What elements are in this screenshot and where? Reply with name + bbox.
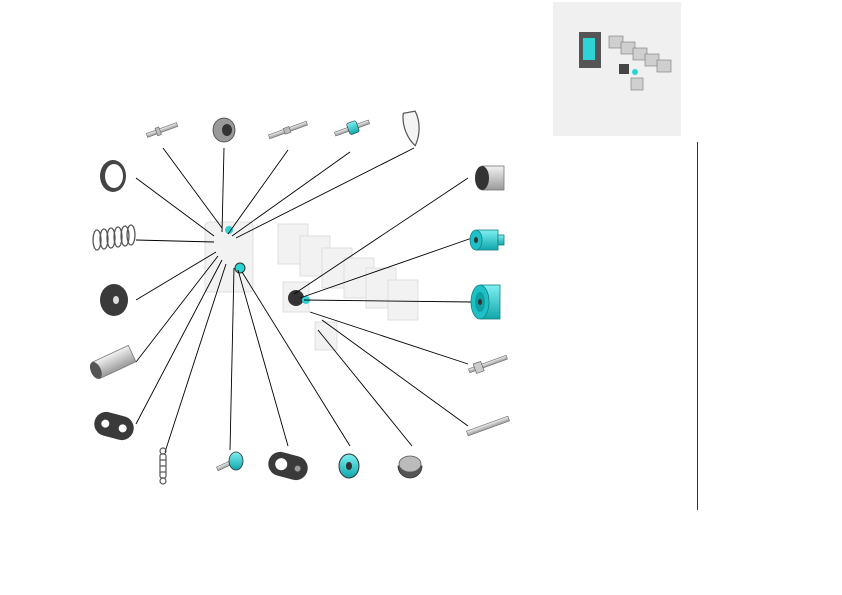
part-cam: [268, 451, 308, 481]
part-ring: [100, 160, 126, 192]
part-cam-half: [397, 455, 423, 479]
part-gear-pin: [216, 451, 244, 472]
assembly-overview-thumbnail: [553, 2, 681, 136]
leader-gear-small: [241, 271, 351, 447]
leader-shaft-b: [321, 319, 469, 427]
leader-bushing-a: [221, 147, 225, 233]
leader-strap: [235, 147, 415, 239]
part-spring-ext: [159, 447, 167, 485]
leader-wheel-cyan: [303, 299, 473, 303]
leader-spring-ext: [164, 263, 227, 453]
leader-washer: [135, 251, 217, 301]
assembly-overview-icon: [579, 32, 672, 91]
assembly-module-6: [387, 279, 419, 321]
part-cup: [475, 165, 505, 191]
leader-spring-coil: [135, 239, 215, 243]
leader-cup: [293, 177, 469, 295]
part-shaft-b: [466, 415, 510, 437]
leader-tube: [135, 255, 219, 363]
part-strap: [402, 110, 420, 147]
thumb-subassembly: [619, 64, 629, 74]
part-washer: [100, 284, 128, 316]
vertical-divider: [697, 142, 698, 510]
part-gear-small: [338, 453, 360, 479]
part-plate: [94, 411, 134, 441]
leader-cam-half: [317, 329, 413, 447]
part-spindle-cyan: [334, 119, 370, 137]
leader-spindle-cyan: [231, 151, 351, 237]
part-bushing-a: [212, 117, 236, 143]
leader-shaft-a: [227, 149, 289, 235]
leader-cam: [237, 269, 289, 447]
leader-pin-a: [162, 147, 223, 229]
thumb-part: [630, 77, 644, 91]
part-roller-cyan: [469, 229, 505, 251]
thumb-frame-accent: [583, 38, 595, 60]
leader-gear-pin: [229, 267, 235, 451]
part-axle-gear: [468, 354, 508, 374]
assembly-cup-highlight: [288, 290, 304, 306]
part-wheel-cyan: [470, 284, 501, 320]
assembly-gear-highlight-2: [234, 262, 246, 274]
assembly-gear-highlight-1: [225, 226, 233, 234]
leader-roller-cyan: [299, 237, 473, 299]
part-shaft-a: [268, 120, 308, 140]
assembly-lower-part: [314, 321, 338, 351]
thumb-modules: [608, 35, 672, 73]
central-assembly: [204, 221, 419, 351]
thumb-gear: [632, 69, 638, 75]
part-spring-coil: [92, 224, 136, 251]
part-pin-a: [145, 122, 179, 138]
leader-axle-gear: [309, 311, 469, 365]
assembly-highlights: [225, 226, 310, 306]
leader-ring: [135, 177, 215, 237]
leader-lines: [135, 147, 473, 453]
leader-plate: [135, 259, 223, 425]
part-tube: [89, 344, 137, 380]
assembly-block-left: [204, 221, 254, 293]
